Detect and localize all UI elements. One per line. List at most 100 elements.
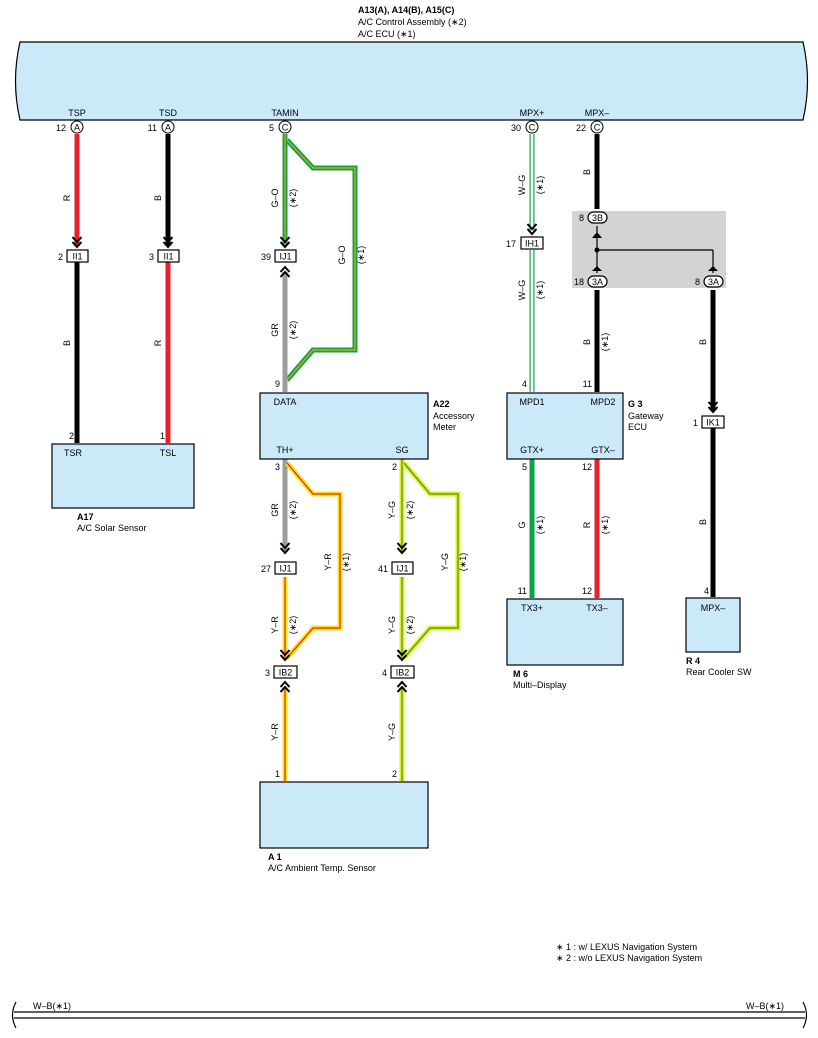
- pin-number: 1: [275, 769, 280, 779]
- a22-id: A22: [433, 399, 450, 409]
- wire-label: G–O: [270, 188, 280, 207]
- bus-cap-left: [11, 1001, 17, 1029]
- junction-ii1-b: II1 3: [149, 249, 180, 263]
- pin-tamin: TAMIN: [271, 108, 298, 118]
- a17-id: A17: [77, 512, 94, 522]
- pin-number: 22: [576, 123, 586, 133]
- pin-number: 18: [574, 277, 584, 287]
- a1-id: A 1: [268, 852, 282, 862]
- wire-stripe: [403, 462, 459, 659]
- pin-number: 5: [522, 462, 527, 472]
- wire-arrow: [396, 685, 408, 693]
- wire-label: R: [153, 339, 163, 346]
- g3-pin-mpd1: MPD1: [519, 397, 544, 407]
- svg-text:C: C: [282, 123, 289, 133]
- wire-label: R: [582, 521, 592, 528]
- pin-connector-mpx-minus: C 22: [576, 120, 604, 134]
- pin-connector-mpx-plus: C 30: [511, 120, 539, 134]
- r4-id: R 4: [686, 656, 700, 666]
- pin-number: 39: [261, 252, 271, 262]
- m6-name: Multi–Display: [513, 680, 567, 690]
- wire-label: Y–G: [387, 723, 397, 741]
- wire-arrow: [396, 680, 408, 688]
- wire-label: Y–R: [270, 723, 280, 741]
- bus-label-right: W–B(∗1): [746, 1001, 784, 1011]
- svg-text:3A: 3A: [592, 277, 603, 287]
- wire-stripe: [286, 139, 356, 381]
- pin-number: 4: [522, 379, 527, 389]
- component-a17: [51, 443, 195, 509]
- wire-note: (∗2): [405, 616, 415, 635]
- wire-label: GR: [270, 323, 280, 337]
- junction-ij1-a: IJ1 27: [261, 561, 297, 575]
- svg-text:IB2: IB2: [396, 668, 410, 678]
- g3-name-1: Gateway: [628, 411, 664, 421]
- wire-label: Y–G: [387, 616, 397, 634]
- wire-note: (∗1): [458, 553, 468, 572]
- pin-number: 11: [148, 123, 157, 133]
- junction-ik1: IK1 1: [693, 415, 725, 429]
- junction-ib2-b: IB2 4: [382, 665, 415, 679]
- ecu-ids: A13(A), A14(B), A15(C): [358, 5, 454, 15]
- g3-id: G 3: [628, 399, 643, 409]
- wire-label: G: [517, 521, 527, 528]
- pin-connector-tsd: A 11: [148, 120, 175, 134]
- pin-number: 1: [160, 431, 165, 441]
- wire-note: (∗2): [288, 189, 298, 208]
- pin-number: 3: [265, 668, 270, 678]
- pin-mpx-plus: MPX+: [520, 108, 545, 118]
- pin-connector-tsp: A 12: [56, 120, 84, 134]
- wire-arrow: [708, 266, 718, 271]
- wire-note: (∗1): [535, 176, 545, 195]
- a17-name: A/C Solar Sensor: [77, 523, 147, 533]
- wire-label: R: [62, 194, 72, 201]
- g3-pin-mpd2: MPD2: [590, 397, 615, 407]
- wire-note: (∗1): [600, 516, 610, 535]
- pin-number: 27: [261, 564, 271, 574]
- component-m6: [506, 598, 624, 666]
- pin-number: 2: [392, 462, 397, 472]
- svg-text:II1: II1: [163, 252, 173, 262]
- wire-note: (∗1): [341, 553, 351, 572]
- jb-connector-3a-left: 3A 18: [574, 275, 608, 288]
- pin-number: 1: [693, 418, 698, 428]
- pin-number: 12: [56, 123, 66, 133]
- pin-number: 30: [511, 123, 521, 133]
- wire-label: Y–G: [440, 553, 450, 571]
- ecu-name-1: A/C Control Assembly (∗2): [358, 17, 467, 27]
- a22-pin-data: DATA: [274, 397, 297, 407]
- pin-number: 12: [582, 586, 592, 596]
- svg-text:II1: II1: [72, 252, 82, 262]
- wire-arrow: [279, 680, 291, 688]
- wire-arrow: [279, 685, 291, 693]
- pin-number: 5: [269, 123, 274, 133]
- bus-cap-right: [802, 1001, 808, 1029]
- wire-note: (∗2): [288, 501, 298, 520]
- m6-pin-tx3-minus: TX3–: [586, 603, 608, 613]
- pin-tsp: TSP: [68, 108, 86, 118]
- wire-label: Y–R: [270, 616, 280, 634]
- jb-connector-3b: 3B 8: [579, 211, 608, 224]
- a22-pin-th: TH+: [276, 445, 293, 455]
- g3-pin-gtx-plus: GTX+: [520, 445, 544, 455]
- g3-pin-gtx-minus: GTX–: [591, 445, 615, 455]
- ecu-name-2: A/C ECU (∗1): [358, 29, 416, 39]
- wire-note: (∗2): [405, 501, 415, 520]
- wire-arrow: [279, 265, 291, 273]
- m6-id: M 6: [513, 669, 528, 679]
- svg-text:IJ1: IJ1: [279, 564, 291, 574]
- pin-number: 11: [518, 586, 527, 596]
- wire-note: (∗2): [288, 616, 298, 635]
- note-1: ∗ 1 : w/ LEXUS Navigation System: [556, 942, 697, 952]
- junction-ib2-a: IB2 3: [265, 665, 298, 679]
- note-2: ∗ 2 : w/o LEXUS Navigation System: [556, 953, 702, 963]
- junction-ij1-b: IJ1 41: [378, 561, 414, 575]
- component-a1: [259, 781, 429, 849]
- m6-pin-tx3-plus: TX3+: [521, 603, 543, 613]
- svg-text:3B: 3B: [592, 213, 603, 223]
- a22-name-1: Accessory: [433, 411, 475, 421]
- svg-text:IH1: IH1: [525, 239, 539, 249]
- wire-note: (∗1): [356, 246, 366, 265]
